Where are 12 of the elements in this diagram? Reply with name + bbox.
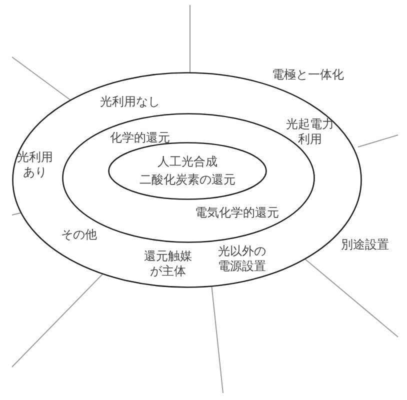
region-label: 光以外の電源設置 [217,244,267,274]
region-label: 別途設置 [341,238,389,252]
center-label: 二酸化炭素の還元 [140,172,236,188]
region-label: その他 [61,228,97,242]
region-label: 光利用なし [100,94,160,110]
region-label: 電気化学的還元 [195,206,279,220]
region-label: 化学的還元 [110,130,170,146]
region-label: 還元触媒が主体 [143,249,193,279]
region-label: 光起電力利用 [285,117,335,147]
center-label: 人工光合成 [158,154,218,170]
region-label: 光利用あり [16,150,54,180]
region-label: 電極と一体化 [272,68,344,82]
